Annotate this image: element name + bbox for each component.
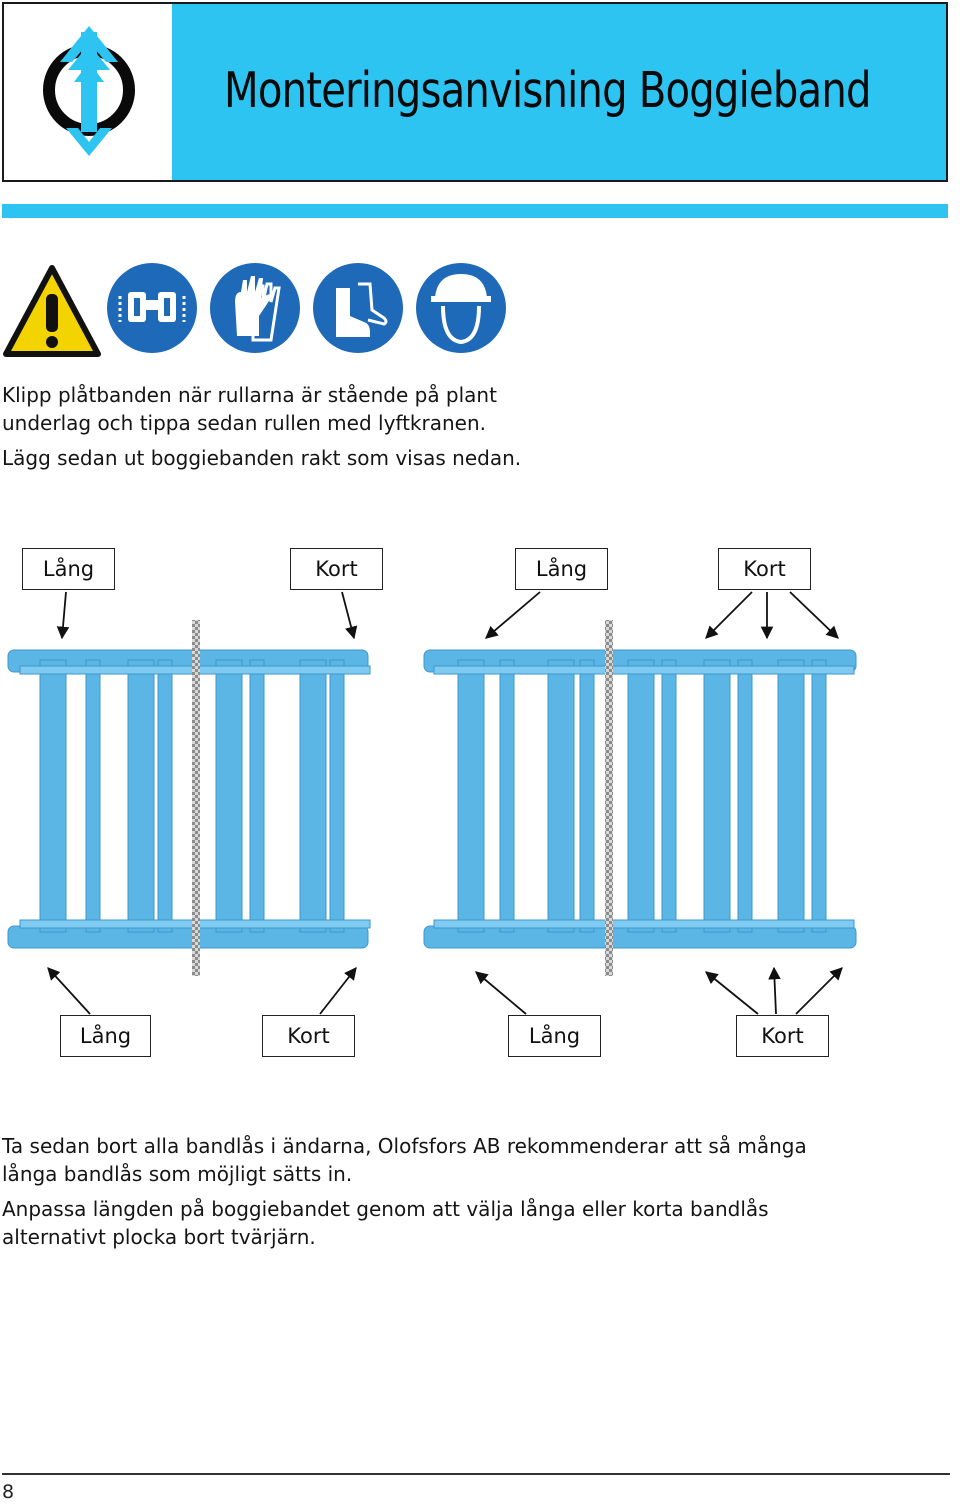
label-bottom-lang-1: Lång — [60, 1015, 151, 1057]
page-header: Monteringsanvisning Boggieband — [2, 2, 948, 182]
chain-divider-left — [192, 620, 200, 976]
label-bottom-lang-2: Lång — [508, 1015, 601, 1057]
olofsfors-arrow-logo-icon — [43, 26, 135, 156]
label-top-kort-1: Kort — [290, 548, 383, 590]
track-diagram: Lång Kort Lång Kort Lång Kort Lång Kort — [0, 540, 960, 1080]
outro-line-4: alternativt plocka bort tvärjärn. — [2, 1225, 316, 1249]
track-group-left — [7, 649, 371, 949]
page-title: Monteringsanvisning Boggieband — [224, 62, 871, 119]
outro-line-1: Ta sedan bort alla bandlås i ändarna, Ol… — [2, 1134, 807, 1158]
intro-line-3: Lägg sedan ut boggiebanden rakt som visa… — [2, 446, 522, 470]
bottom-arrows — [47, 966, 843, 1015]
label-bottom-kort-2: Kort — [736, 1015, 829, 1057]
track-group-right — [423, 649, 857, 949]
title-banner: Monteringsanvisning Boggieband — [172, 4, 946, 180]
intro-line-1: Klipp plåtbanden när rullarna är stående… — [2, 383, 497, 407]
track-illustration — [7, 591, 857, 1015]
logo-area — [4, 4, 172, 180]
safety-icons-row — [2, 262, 512, 362]
intro-line-2: underlag och tippa sedan rullen med lyft… — [2, 411, 487, 435]
label-top-lang-1: Lång — [22, 548, 115, 590]
label-bottom-kort-1: Kort — [262, 1015, 355, 1057]
label-top-kort-2: Kort — [718, 548, 811, 590]
safety-gloves-icon — [210, 263, 300, 353]
safety-boots-icon — [313, 263, 403, 353]
warning-triangle-icon — [3, 265, 101, 357]
page-number: 8 — [2, 1481, 15, 1503]
top-arrows — [56, 591, 839, 640]
safety-goggles-icon — [107, 263, 197, 353]
outro-line-2: långa bandlås som möjligt sätts in. — [2, 1162, 353, 1186]
hard-hat-icon — [416, 263, 506, 353]
footer-rule — [2, 1473, 950, 1475]
label-top-lang-2: Lång — [515, 548, 608, 590]
header-rule — [2, 204, 948, 218]
outro-line-3: Anpassa längden på boggiebandet genom at… — [2, 1197, 769, 1221]
chain-divider-right — [605, 620, 613, 976]
